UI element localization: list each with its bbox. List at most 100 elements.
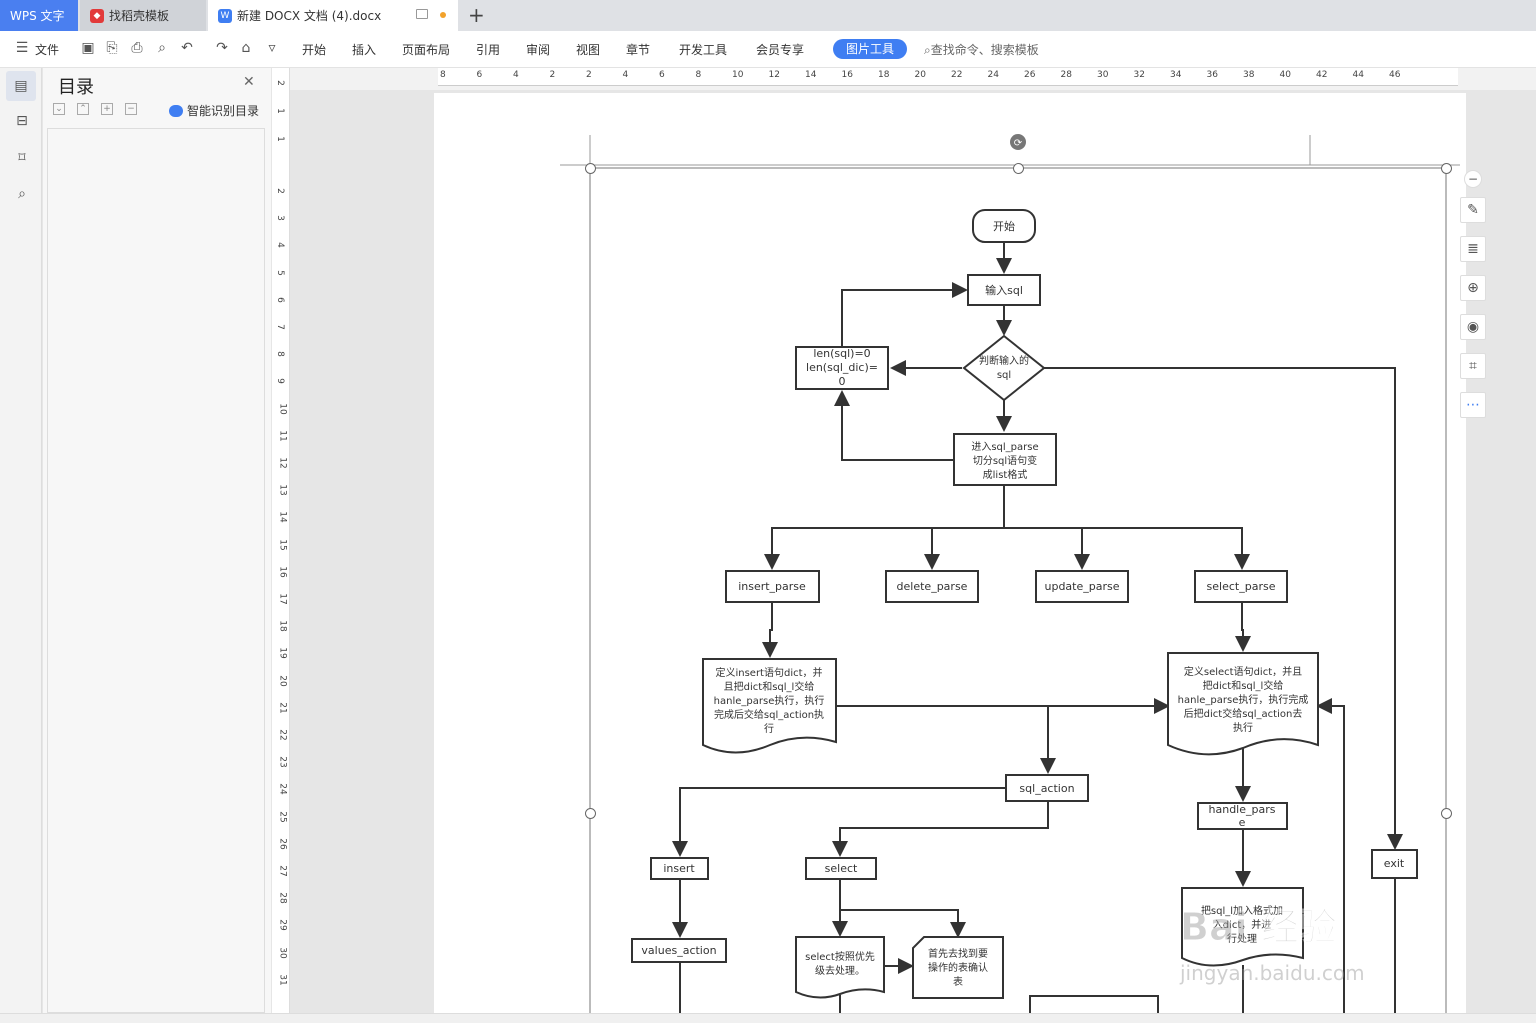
remove-level-icon[interactable]: −: [125, 103, 137, 115]
delete-parse-label: delete_parse: [897, 580, 968, 593]
insert-doc-line-2: 且把dict和sql_l交给: [724, 680, 815, 693]
judge-node: [962, 334, 1046, 402]
smart-toc-button[interactable]: 智能识别目录: [169, 102, 259, 119]
resize-handle-ml[interactable]: [585, 808, 596, 819]
ruler-tick-label: 34: [1170, 70, 1182, 80]
hamburger-icon[interactable]: ☰: [15, 40, 29, 56]
command-search[interactable]: ⌕查找命令、搜索模板: [924, 41, 1039, 58]
select-parse-node: [1194, 570, 1288, 603]
print-preview-icon[interactable]: ⌕: [158, 40, 166, 56]
menu-page-layout[interactable]: 页面布局: [402, 43, 451, 57]
format-painter-icon[interactable]: ⌂: [241, 40, 251, 56]
ruler-tick-label: 6: [476, 70, 483, 80]
toc-panel-icon[interactable]: ▤: [6, 71, 36, 101]
ruler-tick-label: 28: [1060, 70, 1072, 80]
insert-doc-line-1: 定义insert语句dict，并: [715, 666, 822, 679]
sql-action-node: [1005, 774, 1089, 802]
resize-handle-tr[interactable]: [1441, 163, 1452, 174]
chapter-nav-icon[interactable]: ⊟: [16, 113, 28, 129]
find-table-node: [912, 936, 1004, 999]
add-level-icon[interactable]: +: [101, 103, 113, 115]
ruler-tick-label: 24: [987, 70, 999, 80]
document-page[interactable]: [434, 93, 1466, 1013]
monitor-icon[interactable]: [416, 9, 428, 19]
watermark-brand: Bai 经验: [1180, 905, 1337, 949]
layout-options-icon[interactable]: ≣: [1460, 236, 1486, 262]
file-menu[interactable]: 文件: [35, 43, 60, 57]
parse-label-2: 切分sql语句变: [973, 454, 1037, 467]
exit-label: exit: [1384, 857, 1405, 870]
exit-node: [1371, 849, 1418, 879]
select-priority-line-2: 级去处理。: [815, 965, 865, 977]
find-table-line-1: 首先去找到要: [928, 947, 988, 960]
bookmark-icon[interactable]: ⌑: [18, 150, 26, 166]
select-priority-node: [795, 936, 885, 999]
menu-member[interactable]: 会员专享: [756, 43, 805, 57]
insert-parse-label: insert_parse: [738, 580, 806, 593]
save-icon[interactable]: ▣: [81, 40, 95, 56]
menu-chapter[interactable]: 章节: [626, 43, 651, 57]
ruler-tick-label: 6: [659, 70, 665, 80]
undo-icon[interactable]: ↶: [181, 40, 193, 56]
resize-handle-tl[interactable]: [585, 163, 596, 174]
select-label: select: [825, 862, 858, 875]
values-action-label: values_action: [641, 944, 716, 957]
find-table-line-3: 表: [953, 975, 963, 988]
menu-insert[interactable]: 插入: [352, 43, 377, 57]
menu-start[interactable]: 开始: [302, 43, 327, 57]
select-doc-node: [1167, 652, 1319, 756]
collapse-panel-icon[interactable]: −: [1464, 170, 1482, 188]
search-icon: ⌕: [924, 43, 931, 57]
insert-doc-line-4: 完成后交给sql_action执: [714, 708, 824, 721]
insert-node: [650, 857, 709, 880]
collapse-down-icon[interactable]: ⌄: [53, 103, 65, 115]
judge-label-1: 判断输入的: [979, 354, 1029, 367]
smart-toc-label: 智能识别目录: [187, 104, 260, 118]
handle-parse-node: [1197, 802, 1288, 830]
select-doc-line-5: 执行: [1233, 721, 1253, 734]
menu-reference[interactable]: 引用: [476, 43, 501, 57]
bottom-doc-line-1: 把sql_l加入格式加: [1201, 904, 1283, 917]
len-label-3: 0: [839, 375, 846, 388]
ruler-tick-label: 46: [1389, 70, 1401, 80]
find-icon[interactable]: ⌕: [18, 186, 26, 202]
tab-wps[interactable]: WPS 文字: [0, 0, 78, 31]
expand-up-icon[interactable]: ⌃: [77, 103, 89, 115]
unsaved-dot-icon: [440, 12, 446, 18]
menu-review[interactable]: 审阅: [526, 43, 551, 57]
tab-template[interactable]: ◆找稻壳模板: [80, 0, 206, 31]
idea-bulb-icon[interactable]: ◉: [1460, 314, 1486, 340]
crop-icon[interactable]: ⌗: [1460, 353, 1486, 379]
ruler-tick-label: 8: [440, 70, 446, 80]
update-parse-node: [1035, 570, 1129, 603]
zoom-in-icon[interactable]: ⊕: [1460, 275, 1486, 301]
delete-parse-node: [885, 570, 979, 603]
export-pdf-icon[interactable]: ⎘: [106, 40, 118, 56]
insert-label: insert: [663, 862, 695, 875]
parse-node: [953, 433, 1057, 486]
rotate-handle-icon[interactable]: [1010, 134, 1026, 150]
more-icon[interactable]: ⋯: [1460, 392, 1486, 418]
svg-text:⟳: ⟳: [1014, 138, 1023, 149]
menu-view[interactable]: 视图: [576, 43, 601, 57]
more-dropdown-icon[interactable]: ▿: [268, 40, 276, 56]
ruler-tick-label: 26: [1024, 70, 1036, 80]
select-parse-label: select_parse: [1207, 580, 1276, 593]
len-label-1: len(sql)=0: [813, 347, 870, 360]
resize-handle-mr[interactable]: [1441, 808, 1452, 819]
menu-developer[interactable]: 开发工具: [679, 43, 728, 57]
insert-doc-node: [702, 658, 837, 754]
picture-tools-tab[interactable]: 图片工具: [833, 39, 907, 59]
ruler-tick-label: 32: [1133, 70, 1145, 80]
close-icon[interactable]: ✕: [243, 74, 255, 90]
redo-icon[interactable]: ↷: [216, 40, 228, 56]
print-icon[interactable]: ⎙: [131, 40, 143, 56]
input-label: 输入sql: [985, 283, 1023, 297]
select-doc-line-3: hanle_parse执行，执行完成: [1178, 693, 1309, 706]
resize-handle-tc[interactable]: [1013, 163, 1024, 174]
new-tab-plus-icon[interactable]: +: [468, 3, 485, 27]
edit-picture-icon[interactable]: ✎: [1460, 197, 1486, 223]
